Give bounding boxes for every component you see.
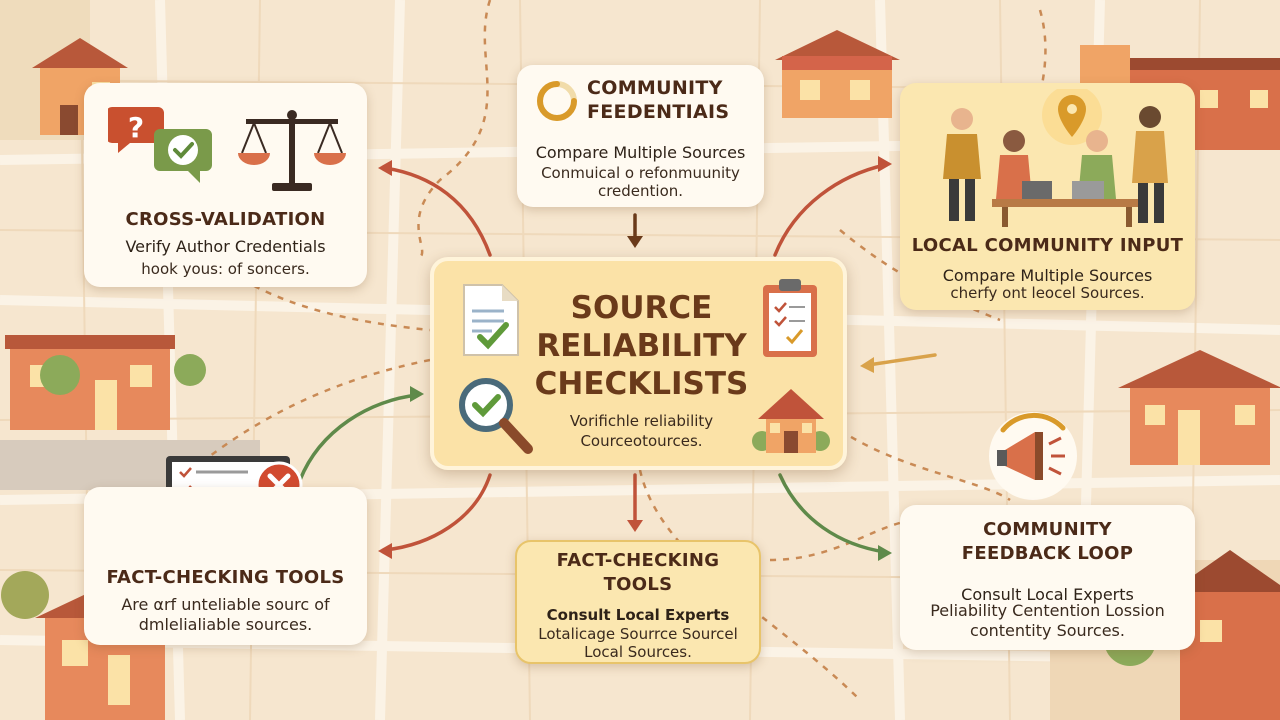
fact-checking-tools-body-1: Are αrf unteliable sourc of bbox=[121, 595, 330, 614]
fact-checking-center-title-2: TOOLS bbox=[603, 574, 673, 595]
community-feedback-title-2: FEEDBACK LOOP bbox=[961, 543, 1134, 564]
fact-checking-tools-center-card: FACT-CHECKING TOOLS Consult Local Expert… bbox=[515, 540, 761, 664]
community-credentials-body-2: credention. bbox=[597, 182, 684, 200]
svg-text:?: ? bbox=[128, 111, 144, 144]
fact-checking-center-body-1: Lotalicage Sourrce Sourcel bbox=[538, 625, 738, 643]
house-illustration-left bbox=[5, 335, 206, 430]
clipboard-check-icon bbox=[763, 279, 817, 357]
cross-validation-body: hook yous: of soncers. bbox=[141, 260, 310, 278]
scales-icon bbox=[238, 110, 346, 191]
community-people-illustration bbox=[943, 89, 1168, 227]
shop-illustration-top bbox=[775, 30, 900, 118]
center-body: Vorifichle reliability Courceotources. bbox=[534, 411, 749, 451]
house-illustration-right bbox=[1118, 350, 1280, 465]
local-community-input-title: LOCAL COMMUNITY INPUT bbox=[911, 235, 1184, 256]
community-feedback-body-1: Peliability Centention Lossion bbox=[930, 601, 1165, 620]
community-feedback-subtitle: Consult Local Experts bbox=[961, 585, 1134, 604]
center-body-line-1: Vorifichle reliability bbox=[569, 412, 714, 430]
fact-checking-tools-title: FACT-CHECKING TOOLS bbox=[106, 567, 345, 588]
community-feedback-title-1: COMMUNITY bbox=[983, 519, 1112, 540]
fact-checking-tools-body-2: dmlelialiable sources. bbox=[138, 615, 313, 634]
local-community-input-body: cherfy ont leocel Sources. bbox=[950, 284, 1145, 302]
source-reliability-checklists-card: SOURCE RELIABILITY CHECKLISTS Vorifichle… bbox=[430, 257, 847, 470]
center-body-line-2: Courceotources. bbox=[580, 432, 703, 450]
community-credentials-card: COMMUNITY FEEDENTIAIS Compare Multiple S… bbox=[517, 65, 764, 207]
center-title-line-1: SOURCE bbox=[570, 290, 713, 326]
house-icon bbox=[752, 389, 830, 453]
question-bubble-icon: ? bbox=[108, 107, 164, 153]
cross-validation-title: CROSS-VALIDATION bbox=[125, 209, 326, 230]
check-bubble-icon bbox=[154, 129, 212, 183]
magnifier-check-icon bbox=[459, 378, 533, 454]
community-feedback-loop-card: COMMUNITY FEEDBACK LOOP Consult Local Ex… bbox=[900, 505, 1195, 650]
center-title: SOURCE RELIABILITY CHECKLISTS bbox=[534, 289, 749, 403]
local-community-input-card: LOCAL COMMUNITY INPUT Compare Multiple S… bbox=[900, 83, 1195, 310]
local-community-input-subtitle: Compare Multiple Sources bbox=[942, 266, 1153, 285]
fact-checking-center-subtitle: Consult Local Experts bbox=[546, 606, 730, 624]
fact-checking-tools-card: FACT-CHECKING TOOLS Are αrf unteliable s… bbox=[84, 487, 367, 645]
progress-ring-icon bbox=[537, 81, 577, 121]
community-credentials-body-1: Conmuical o refonmuunity bbox=[541, 164, 740, 182]
community-credentials-subtitle: Compare Multiple Sources bbox=[535, 143, 746, 162]
document-check-icon bbox=[463, 284, 519, 356]
fact-checking-center-body-2: Local Sources. bbox=[584, 643, 692, 661]
community-credentials-title-1: COMMUNITY bbox=[587, 77, 723, 99]
community-feedback-body-2: contentity Sources. bbox=[970, 621, 1125, 640]
fact-checking-center-title-1: FACT-CHECKING bbox=[556, 550, 720, 571]
megaphone-icon bbox=[989, 412, 1077, 500]
community-credentials-title-2: FEEDENTIAIS bbox=[587, 101, 730, 123]
cross-validation-subtitle: Verify Author Credentials bbox=[125, 237, 326, 256]
center-title-line-3: CHECKLISTS bbox=[534, 366, 749, 402]
center-title-line-2: RELIABILITY bbox=[536, 328, 747, 364]
cross-validation-card: ? CROSS-VALIDATION Verify Author Credent… bbox=[84, 83, 367, 287]
